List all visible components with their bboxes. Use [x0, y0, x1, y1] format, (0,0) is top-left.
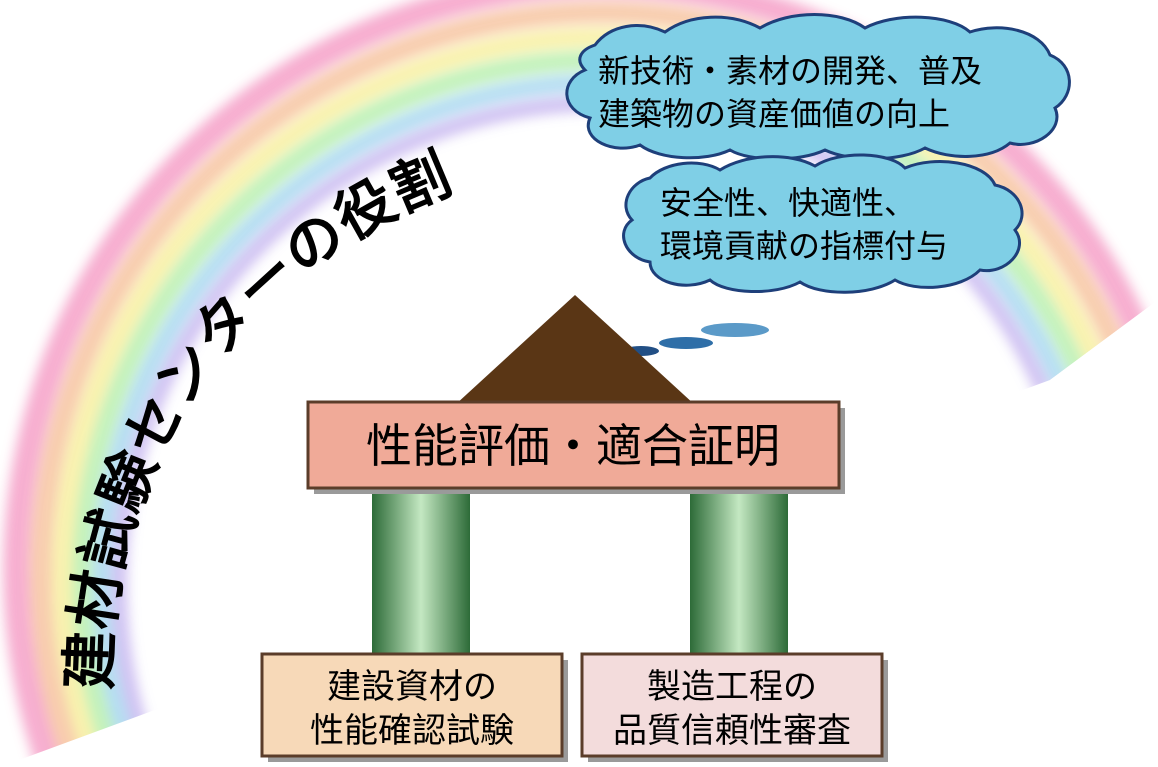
cloud-top: 新技術・素材の開発、普及 建築物の資産価値の向上 [565, 13, 1071, 161]
base-left-line-1: 建設資材の [327, 667, 497, 707]
pillar-right [690, 490, 788, 660]
cloud-middle-line-2: 環境貢献の指標付与 [660, 227, 948, 265]
cloud-top-line-2: 建築物の資産価値の向上 [598, 95, 950, 133]
beam-label: 性能評価・適合証明 [366, 419, 780, 473]
base-left [260, 652, 564, 758]
cloud-middle: 安全性、快適性、 環境貢献の指標付与 [622, 153, 1024, 294]
beam [306, 400, 841, 490]
thought-bubbles [623, 323, 769, 356]
white-wedge [1050, 300, 1158, 767]
roof [455, 295, 695, 405]
base-right-line-1: 製造工程の [647, 667, 817, 707]
pillar-left [372, 490, 470, 660]
cloud-top-line-1: 新技術・素材の開発、普及 [598, 52, 982, 90]
cloud-middle-line-1: 安全性、快適性、 [660, 184, 916, 222]
base-left-line-2: 性能確認試験 [310, 711, 514, 751]
base-right [580, 652, 884, 758]
base-right-line-2: 品質信頼性審査 [613, 711, 851, 751]
